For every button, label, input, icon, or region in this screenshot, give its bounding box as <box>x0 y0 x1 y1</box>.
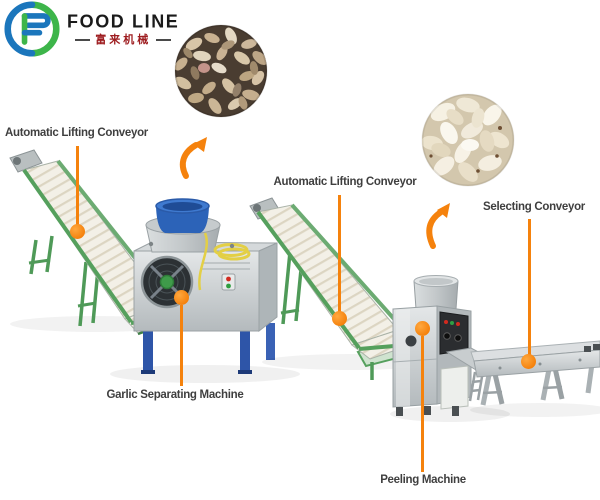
flow-arrow-1 <box>179 137 207 179</box>
flow-arrow-2 <box>426 203 450 249</box>
label-peeling-machine: Peeling Machine <box>380 474 466 486</box>
garlic-separating-machine-graphic <box>110 198 300 383</box>
power-switch <box>221 273 236 291</box>
separated-garlic-cloves-photo <box>174 24 268 118</box>
callout-line <box>528 219 531 356</box>
food-line-logo-icon <box>4 1 60 57</box>
brand-name: FOOD LINE <box>67 10 180 32</box>
brand-name-chinese: 富来机械 <box>75 33 172 46</box>
brand-logo: FOOD LINE 富来机械 <box>4 1 179 57</box>
side-vent-hole <box>405 335 417 347</box>
curved-up-arrow-icon <box>437 203 450 218</box>
callout-dot <box>174 290 189 305</box>
brand-chinese-text: 富来机械 <box>95 33 152 46</box>
callout-line <box>338 195 341 313</box>
callout-line <box>180 305 183 386</box>
curved-up-arrow-icon <box>193 137 207 152</box>
callout-line <box>421 336 424 472</box>
callout-dot <box>70 224 85 239</box>
label-lifting-conveyor-2: Automatic Lifting Conveyor <box>273 176 417 188</box>
feed-hopper <box>413 275 459 310</box>
callout-dot <box>521 354 536 369</box>
blue-hopper-bucket <box>155 198 210 233</box>
callout-dot <box>332 311 347 326</box>
head-pulley-icon <box>13 157 21 165</box>
peeled-garlic-cloves-photo <box>421 93 515 187</box>
label-garlic-separating-machine: Garlic Separating Machine <box>106 389 244 401</box>
control-panel <box>439 311 469 355</box>
selecting-conveyor-graphic <box>468 340 600 417</box>
label-lifting-conveyor-1: Automatic Lifting Conveyor <box>5 127 148 139</box>
dash-decoration <box>75 39 91 42</box>
machine-leg <box>143 331 153 372</box>
peeling-machine-graphic <box>390 275 510 422</box>
dash-decoration <box>156 39 172 42</box>
label-selecting-conveyor: Selecting Conveyor <box>483 201 585 213</box>
callout-dot <box>415 321 430 336</box>
callout-line <box>76 146 79 226</box>
